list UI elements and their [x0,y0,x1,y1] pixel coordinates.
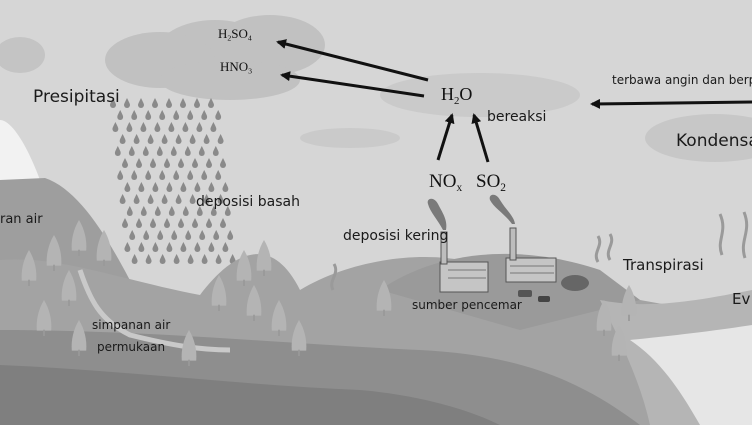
water-body [630,325,752,425]
cloud-right [645,114,752,162]
factory-smoke [427,194,515,230]
h2o-formula: H2O [441,84,473,107]
label-presipitasi: Presipitasi [33,87,120,107]
cloud-center [380,73,580,117]
vehicles [518,275,589,302]
label-sumber-pencemar: sumber pencemar [412,298,522,312]
label-terbawa-angin: terbawa angin dan berpindah [612,73,752,87]
snow-peak [0,120,40,180]
cloud-left [0,37,45,73]
underground-water [0,365,500,425]
label-deposisi-kering: deposisi kering [343,228,449,244]
so2-formula: SO2 [476,171,506,194]
label-aliran-air: ran air [0,212,43,227]
stream [77,269,231,353]
factory [439,227,557,293]
reaction-arrows [276,39,752,163]
label-transpirasi: Transpirasi [623,256,704,274]
label-bereaksi: bereaksi [487,109,547,125]
label-deposisi-basah: deposisi basah [196,194,300,210]
h2so4-formula: H2SO4 [218,26,252,43]
label-evaporasi: Ev [732,290,751,308]
label-simpanan-air: simpanan air [92,318,171,332]
label-kondensasi: Kondensasi [676,131,752,151]
hno3-formula: HNO3 [220,59,253,76]
label-permukaan: permukaan [97,340,166,354]
cloud-small [300,128,400,148]
rain-cloud [105,15,325,100]
vapor-swirls [330,211,749,291]
nox-formula: NOx [429,171,463,194]
